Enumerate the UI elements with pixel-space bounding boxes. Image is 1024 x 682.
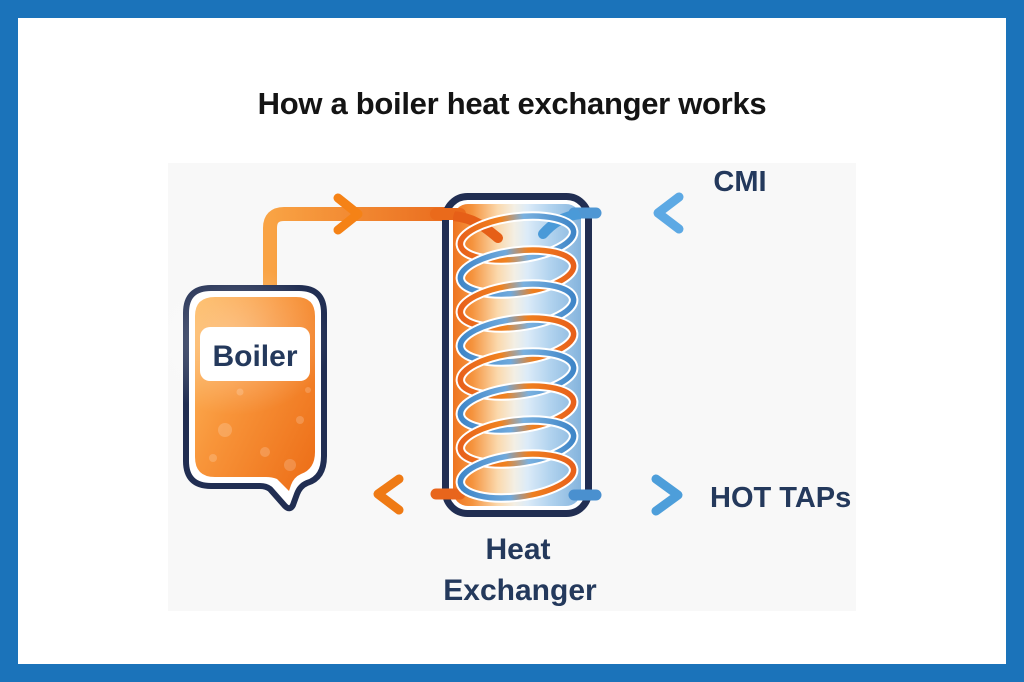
heat-exchanger-coil [453,209,581,503]
heat-exchanger-label-line2: Exchanger [443,574,597,607]
heat-exchanger-label-line1: Heat [485,533,550,566]
cold-inlet-arrow-left-icon [653,192,684,234]
boiler-bubbles [209,387,311,471]
hot-taps-label: HOT TAPs [710,482,851,514]
boiler-label-box [200,327,310,381]
boiler: Boiler [140,265,330,512]
hot-taps-arrow-right-icon [651,474,683,516]
heat-exchanger [430,193,602,517]
page-canvas: How a boiler heat exchanger works [18,18,1006,664]
boiler-label: Boiler [212,340,297,373]
flow-arrow-right-icon [333,193,363,235]
hot-supply-pipe [263,207,477,299]
page-title: How a boiler heat exchanger works [257,86,767,121]
cold-inlet-label: CMI [713,166,766,198]
flow-arrow-left-icon [373,474,404,515]
